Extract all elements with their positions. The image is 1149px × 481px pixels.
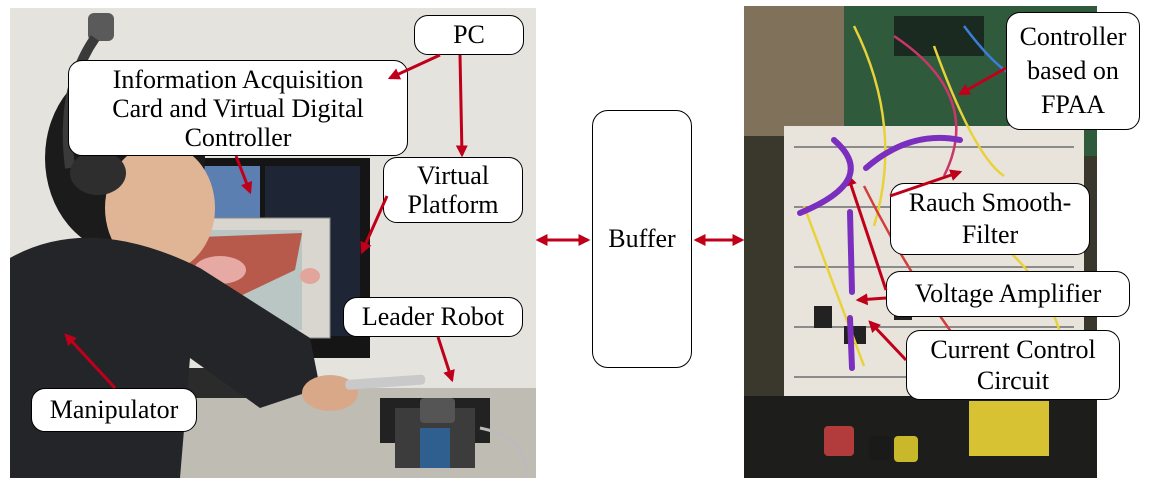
filter-marker-arc-left <box>797 137 854 216</box>
arrow-rauch-filter <box>889 169 963 198</box>
arrow-pc-to-virtual-platform <box>455 54 468 158</box>
current-control-box: Current Control Circuit <box>906 330 1120 400</box>
leader-robot-box: Leader Robot <box>343 297 523 337</box>
virtual-platform-line-1: Virtual <box>416 161 490 190</box>
arrow-info-card-to-monitor <box>234 155 253 195</box>
lab-setup-photo <box>10 8 536 478</box>
info-acquisition-line-1: Information Acquisition <box>112 64 364 94</box>
controller-fpaa-line-3: FPAA <box>1040 90 1106 119</box>
arrow-controller-fpaa <box>957 66 1007 96</box>
controller-fpaa-box: Controller based on FPAA <box>1006 12 1140 130</box>
amplifier-marker-line <box>847 209 855 295</box>
rauch-filter-line-1: Rauch Smooth- <box>908 188 1072 217</box>
controller-fpaa-line-1: Controller <box>1019 22 1127 51</box>
filter-marker-arc-right <box>863 134 963 171</box>
lab-setup-illustration <box>10 8 536 478</box>
arrow-pc-to-info-card <box>387 53 441 80</box>
leader-robot-label: Leader Robot <box>361 302 505 331</box>
rauch-filter-box: Rauch Smooth- Filter <box>890 183 1090 255</box>
arrow-manipulator <box>64 333 117 390</box>
buffer-label: Buffer <box>608 224 676 253</box>
manipulator-box: Manipulator <box>31 388 197 432</box>
buffer-box: Buffer <box>592 110 692 368</box>
info-acquisition-line-3: Controller <box>184 122 292 152</box>
current-control-line-1: Current Control <box>930 335 1096 364</box>
virtual-platform-box: Virtual Platform <box>383 157 523 223</box>
arrow-voltage-amplifier-upper <box>845 173 888 291</box>
arrow-leader-robot <box>436 336 455 383</box>
arrow-voltage-amplifier-lower <box>855 293 887 306</box>
info-acquisition-line-2: Card and Virtual Digital <box>112 93 364 123</box>
virtual-platform-line-2: Platform <box>407 190 499 219</box>
arrow-current-control <box>868 320 908 362</box>
pc-label: PC <box>453 20 485 49</box>
pc-box: PC <box>414 15 524 55</box>
rauch-filter-line-2: Filter <box>961 220 1019 249</box>
voltage-amplifier-box: Voltage Amplifier <box>886 271 1130 317</box>
info-acquisition-box: Information Acquisition Card and Virtual… <box>68 60 408 156</box>
current-control-marker-line <box>847 315 855 371</box>
manipulator-label: Manipulator <box>49 395 179 424</box>
controller-fpaa-line-2: based on <box>1027 56 1119 85</box>
voltage-amplifier-label: Voltage Amplifier <box>914 279 1102 308</box>
arrow-virtual-platform-to-monitor <box>360 195 389 255</box>
current-control-line-2: Circuit <box>976 366 1050 395</box>
